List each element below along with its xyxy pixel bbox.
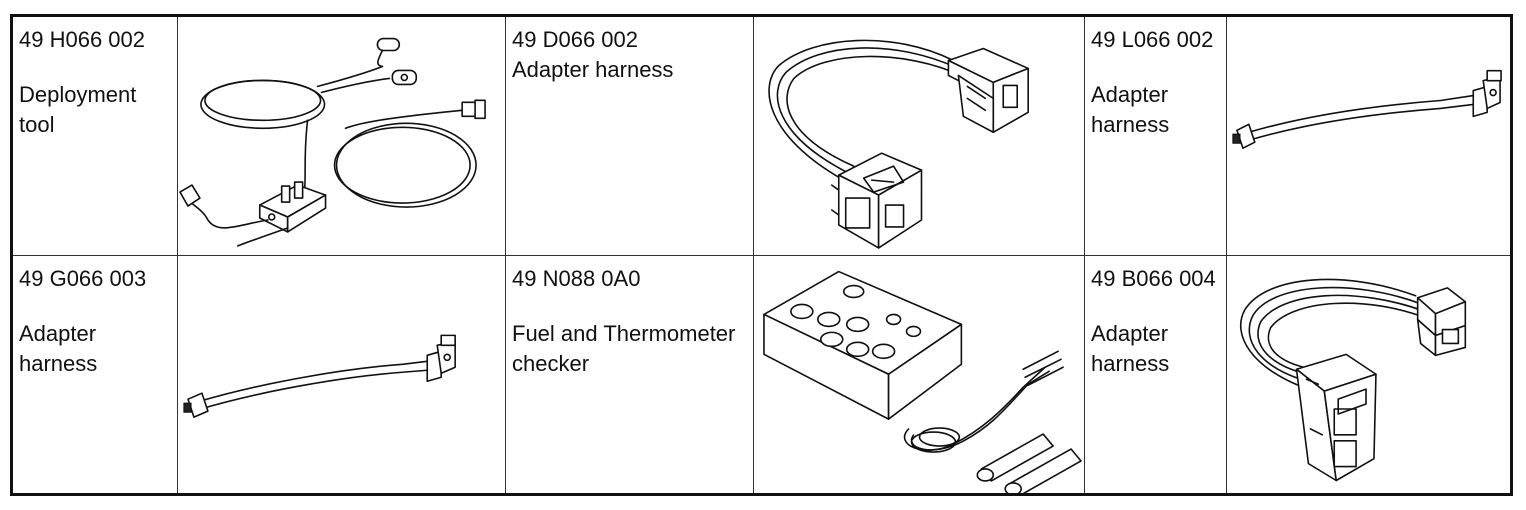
tool-description: Adapter harness: [512, 57, 674, 82]
tool-description: Fuel and Thermometer checker: [512, 320, 736, 376]
part-number: 49 G066 003: [19, 265, 147, 291]
tool-image-cell: [1226, 254, 1512, 495]
part-number: 49 B066 004: [1091, 265, 1216, 291]
tool-image-cell: [753, 15, 1085, 256]
deployment-tool-icon: [178, 17, 505, 255]
tool-text-cell: 49 D066 002 Adapter harness: [505, 15, 754, 256]
special-tools-table: 49 H066 002 Deployment tool: [10, 14, 1513, 496]
tool-text-cell: 49 L066 002 Adapter harness: [1084, 15, 1227, 256]
tool-text-cell: 49 N088 0A0 Fuel and Thermometer checker: [505, 254, 754, 495]
part-number: 49 H066 002: [19, 27, 145, 52]
adapter-harness-l066-icon: [1227, 17, 1510, 255]
tool-image-cell: [177, 15, 506, 256]
adapter-harness-d066-icon: [754, 17, 1084, 255]
adapter-harness-b066-icon: [1227, 256, 1510, 494]
tool-description: Adapter harness: [1091, 320, 1170, 376]
tool-image-cell: [1226, 15, 1512, 256]
fuel-thermometer-checker-icon: [754, 256, 1084, 493]
adapter-harness-g066-icon: [178, 256, 505, 494]
tool-text-cell: 49 H066 002 Deployment tool: [11, 15, 178, 256]
table-row: 49 G066 003 Adapter harness 49 N088 0A0 …: [11, 254, 1512, 495]
table-row: 49 H066 002 Deployment tool: [11, 15, 1512, 256]
tool-description: Deployment tool: [19, 82, 137, 137]
tool-image-cell: [177, 254, 506, 495]
part-number: 49 N088 0A0: [512, 265, 641, 291]
tool-image-cell: [753, 254, 1085, 495]
tool-text-cell: 49 G066 003 Adapter harness: [11, 254, 178, 495]
tool-description: Adapter harness: [19, 320, 98, 376]
part-number: 49 D066 002: [512, 27, 638, 52]
part-number: 49 L066 002: [1091, 27, 1214, 52]
tool-text-cell: 49 B066 004 Adapter harness: [1084, 254, 1227, 495]
tool-description: Adapter harness: [1091, 82, 1170, 137]
